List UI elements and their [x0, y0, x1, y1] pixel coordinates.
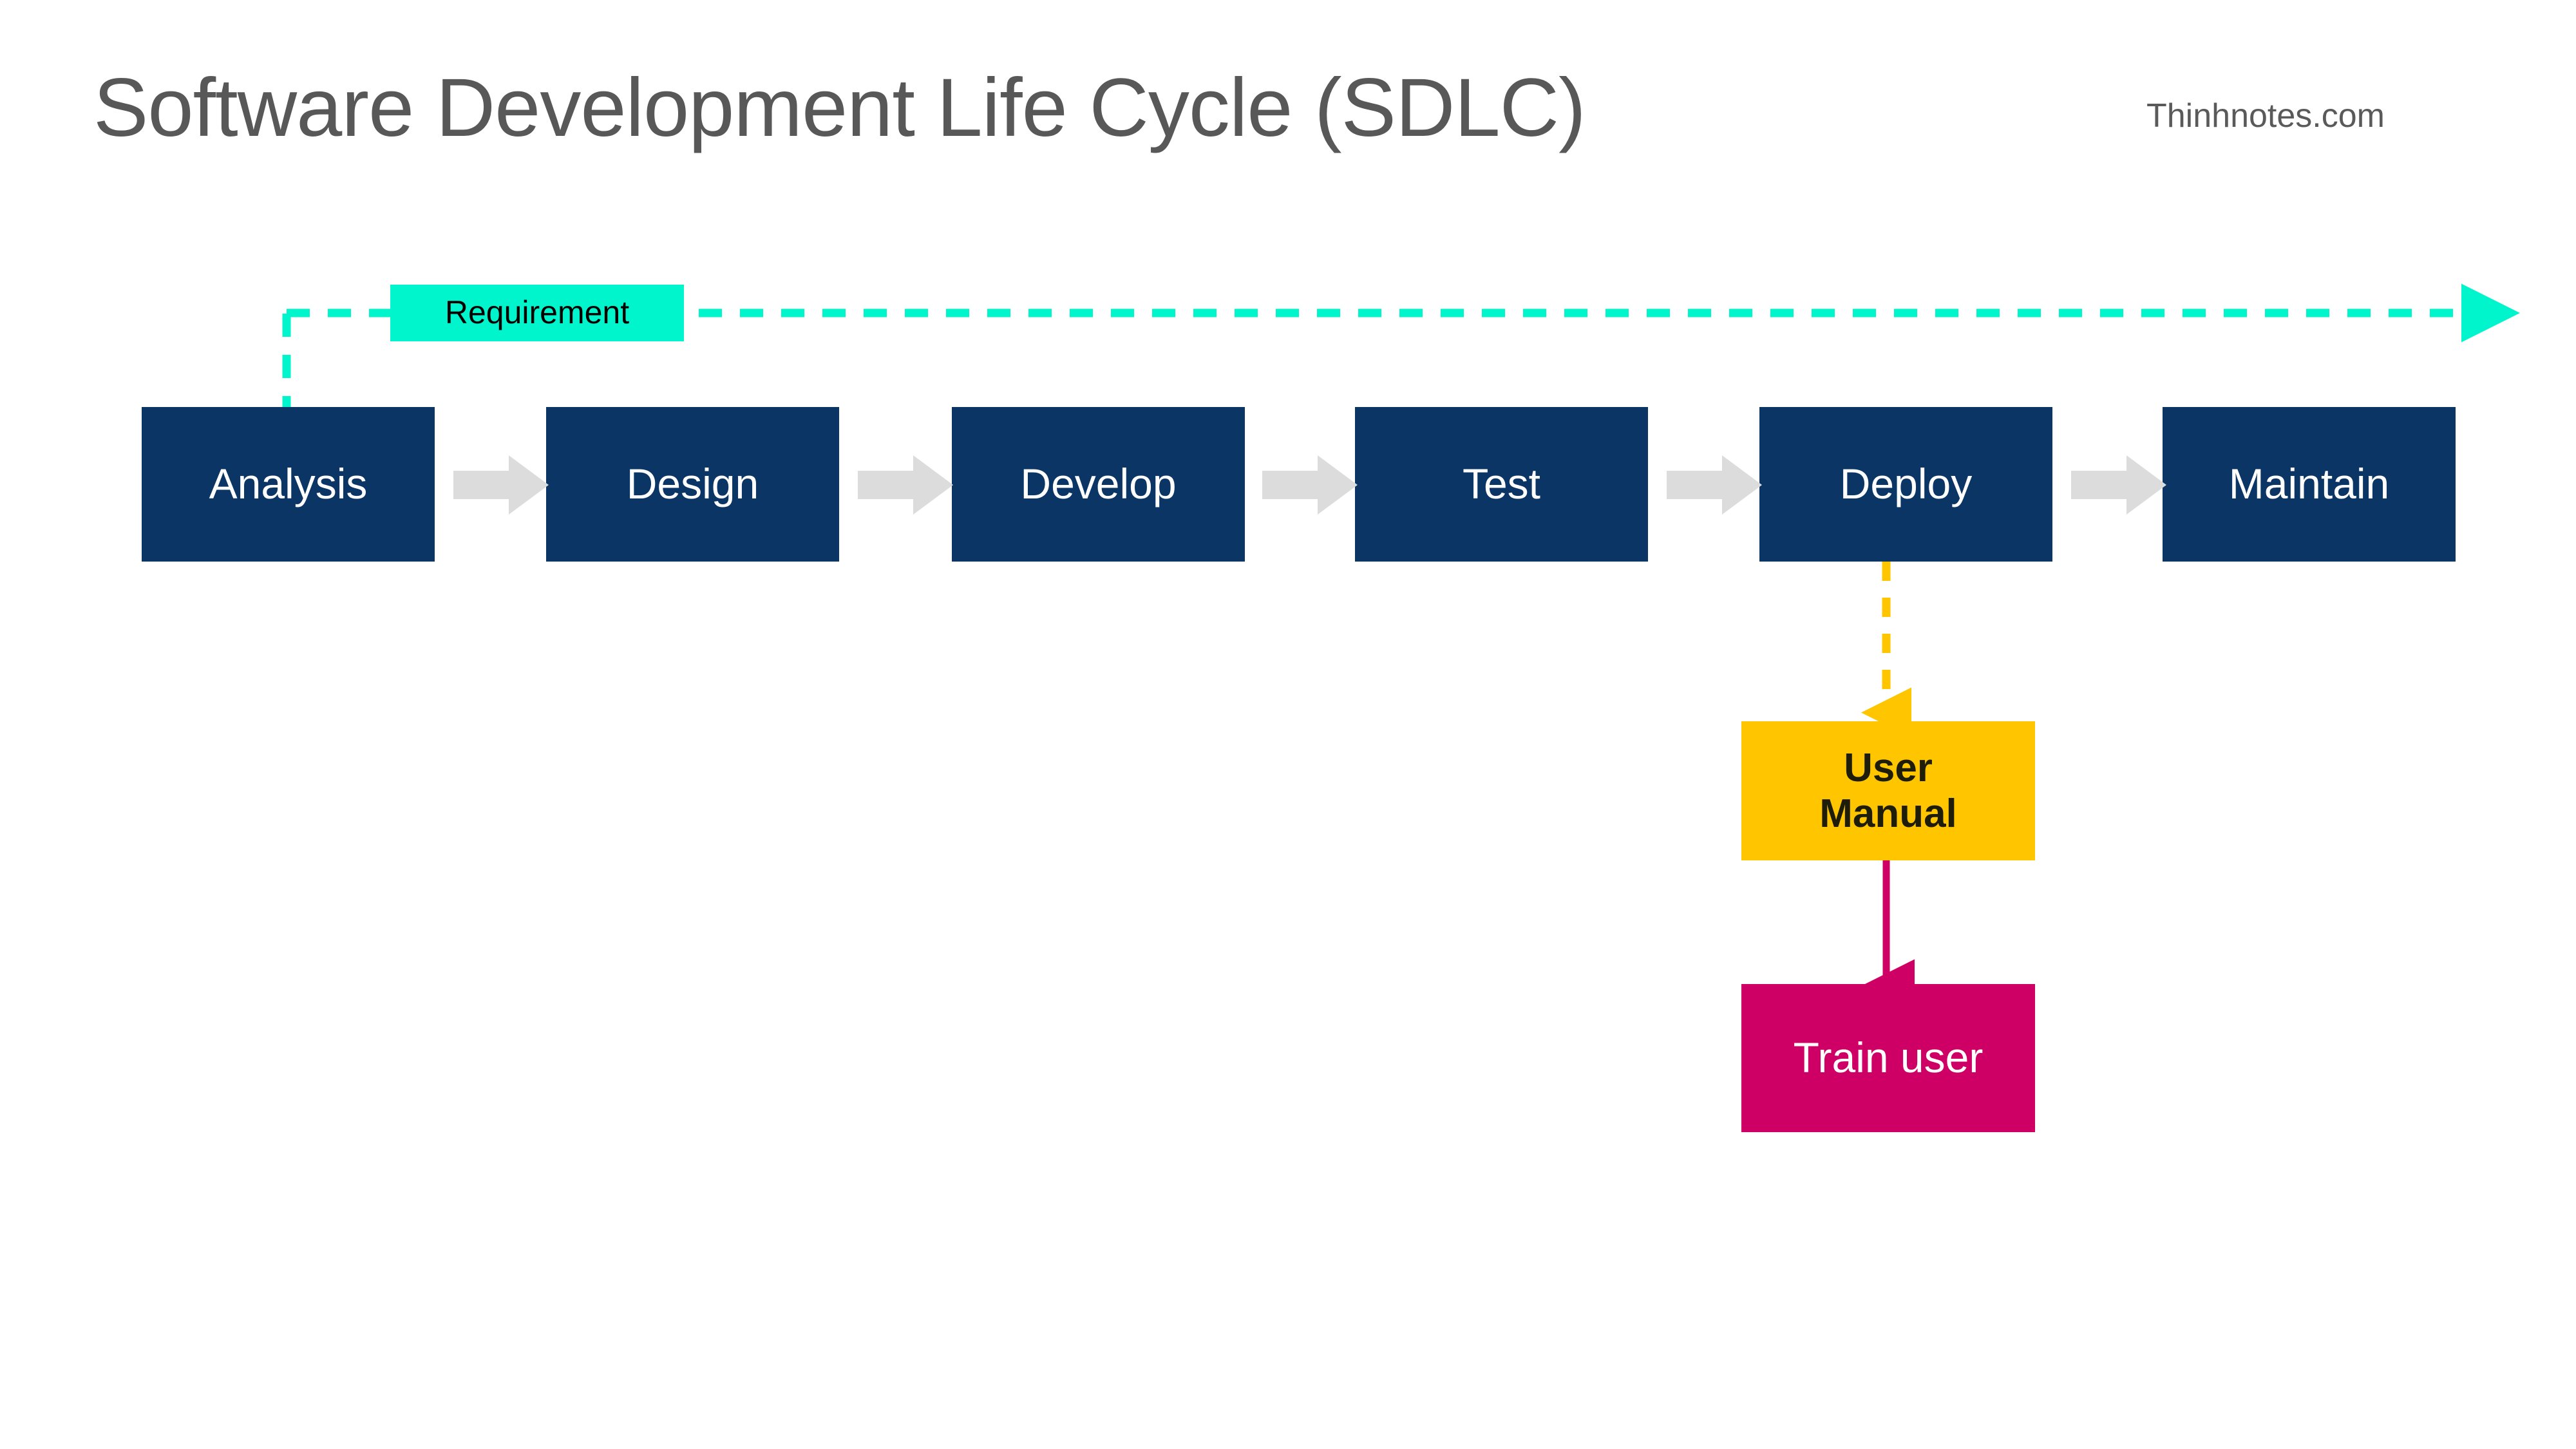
train-user-box[interactable]: Train user: [1741, 984, 2035, 1132]
phase-box-deploy[interactable]: Deploy: [1759, 407, 2052, 562]
flow-arrow-test-to-deploy: [1667, 453, 1762, 517]
user-manual-label: User Manual: [1819, 745, 1957, 836]
requirement-box[interactable]: Requirement: [390, 285, 684, 341]
phase-label-analysis: Analysis: [209, 460, 368, 508]
requirement-label: Requirement: [444, 294, 630, 331]
phase-label-design: Design: [626, 460, 759, 508]
flow-arrow-analysis-to-design: [453, 453, 549, 517]
flow-arrow-develop-to-test: [1262, 453, 1358, 517]
phase-box-develop[interactable]: Develop: [952, 407, 1245, 562]
user-manual-box[interactable]: User Manual: [1741, 721, 2035, 860]
flow-arrow-design-to-develop: [858, 453, 953, 517]
phase-label-develop: Develop: [1020, 460, 1177, 508]
page-title: Software Development Life Cycle (SDLC): [93, 62, 1586, 154]
phase-label-deploy: Deploy: [1839, 460, 1973, 508]
site-brand-watermark: Thinhnotes.com: [2146, 97, 2385, 135]
phase-label-maintain: Maintain: [2228, 460, 2390, 508]
train-user-label: Train user: [1793, 1034, 1984, 1082]
phase-box-maintain[interactable]: Maintain: [2163, 407, 2456, 562]
flow-arrow-deploy-to-maintain: [2071, 453, 2166, 517]
phase-box-design[interactable]: Design: [546, 407, 839, 562]
phase-label-test: Test: [1462, 460, 1541, 508]
phase-box-analysis[interactable]: Analysis: [142, 407, 435, 562]
phase-box-test[interactable]: Test: [1355, 407, 1648, 562]
